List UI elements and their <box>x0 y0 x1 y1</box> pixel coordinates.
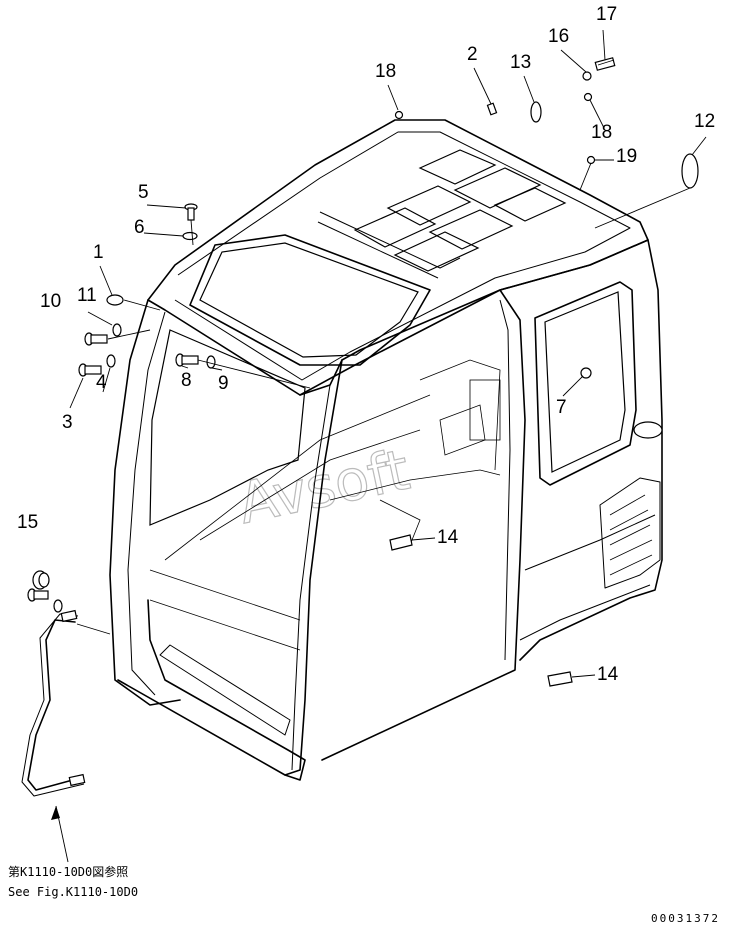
document-number: 00031372 <box>651 912 720 925</box>
fastener-7-icon <box>580 367 592 379</box>
callout-14: 14 <box>597 664 619 685</box>
bolt-3-icon <box>78 363 102 377</box>
bolt-10-icon <box>84 332 108 346</box>
callout-8: 8 <box>181 370 192 391</box>
callout-7: 7 <box>556 397 567 418</box>
callout-18: 18 <box>591 122 612 143</box>
cap-15-icon <box>32 570 50 590</box>
callout-4: 4 <box>96 372 107 393</box>
callout-18: 18 <box>375 61 396 82</box>
callout-1: 1 <box>93 242 104 263</box>
grommet-1-icon <box>106 294 124 306</box>
see-figure-note-jp: 第K1110-10D0図参照 <box>8 864 128 879</box>
bolt-15-icon <box>27 588 49 602</box>
front-lower-frame <box>117 599 306 781</box>
callout-3: 3 <box>62 412 73 433</box>
washer-4-icon <box>106 354 116 368</box>
callout-6: 6 <box>134 217 145 238</box>
leader-lines <box>69 29 707 678</box>
cab-interior <box>149 359 501 651</box>
skylight-frame <box>189 234 431 366</box>
washer-6-icon <box>182 231 198 241</box>
side-badge <box>633 421 663 439</box>
callout-12: 12 <box>694 111 715 132</box>
roof-outline <box>147 119 649 396</box>
front-right-pillar <box>284 359 343 776</box>
callout-9: 9 <box>218 373 229 394</box>
callout-2: 2 <box>467 44 478 65</box>
bolt-17-icon <box>594 57 616 71</box>
skylight-glass <box>199 242 419 358</box>
cable-harness <box>27 619 81 791</box>
callout-14: 14 <box>437 527 459 548</box>
callout-16: 16 <box>548 26 569 47</box>
see-figure-note-en: See Fig.K1110-10D0 <box>8 885 138 899</box>
washer-11-icon <box>112 323 122 337</box>
callout-19: 19 <box>616 146 637 167</box>
seal-12-icon <box>681 153 699 189</box>
callout-17: 17 <box>596 4 617 25</box>
front-windshield <box>149 329 306 526</box>
bolt-8-icon <box>175 353 199 367</box>
front-left-pillar <box>109 299 181 706</box>
pad-14-icon <box>389 534 413 551</box>
screw-19-icon <box>586 155 596 165</box>
screw-18b-icon <box>583 92 593 102</box>
right-side-panel <box>499 239 663 661</box>
reference-arrow-head <box>51 806 60 820</box>
callout-11: 11 <box>77 285 97 306</box>
callout-5: 5 <box>138 182 149 203</box>
seal-13-icon <box>530 101 542 123</box>
parts <box>21 57 699 797</box>
washer-9-icon <box>206 355 216 369</box>
side-vent <box>599 477 661 589</box>
pad-14b-icon <box>547 671 573 687</box>
roof-panels <box>317 149 567 279</box>
callout-15: 15 <box>17 512 38 533</box>
washer-15-icon <box>53 599 63 613</box>
door-frame <box>321 289 526 761</box>
nut-16-icon <box>582 71 592 81</box>
right-side-window <box>534 281 637 486</box>
pin-2-icon <box>486 102 498 116</box>
callout-13: 13 <box>510 52 531 73</box>
screw-18-icon <box>394 110 404 120</box>
roof-inner-edge <box>174 131 631 381</box>
cab-assembly <box>109 119 663 781</box>
watermark-text: Avsoft <box>233 438 415 537</box>
callout-10: 10 <box>40 291 61 312</box>
bolt-5-icon <box>184 203 198 221</box>
